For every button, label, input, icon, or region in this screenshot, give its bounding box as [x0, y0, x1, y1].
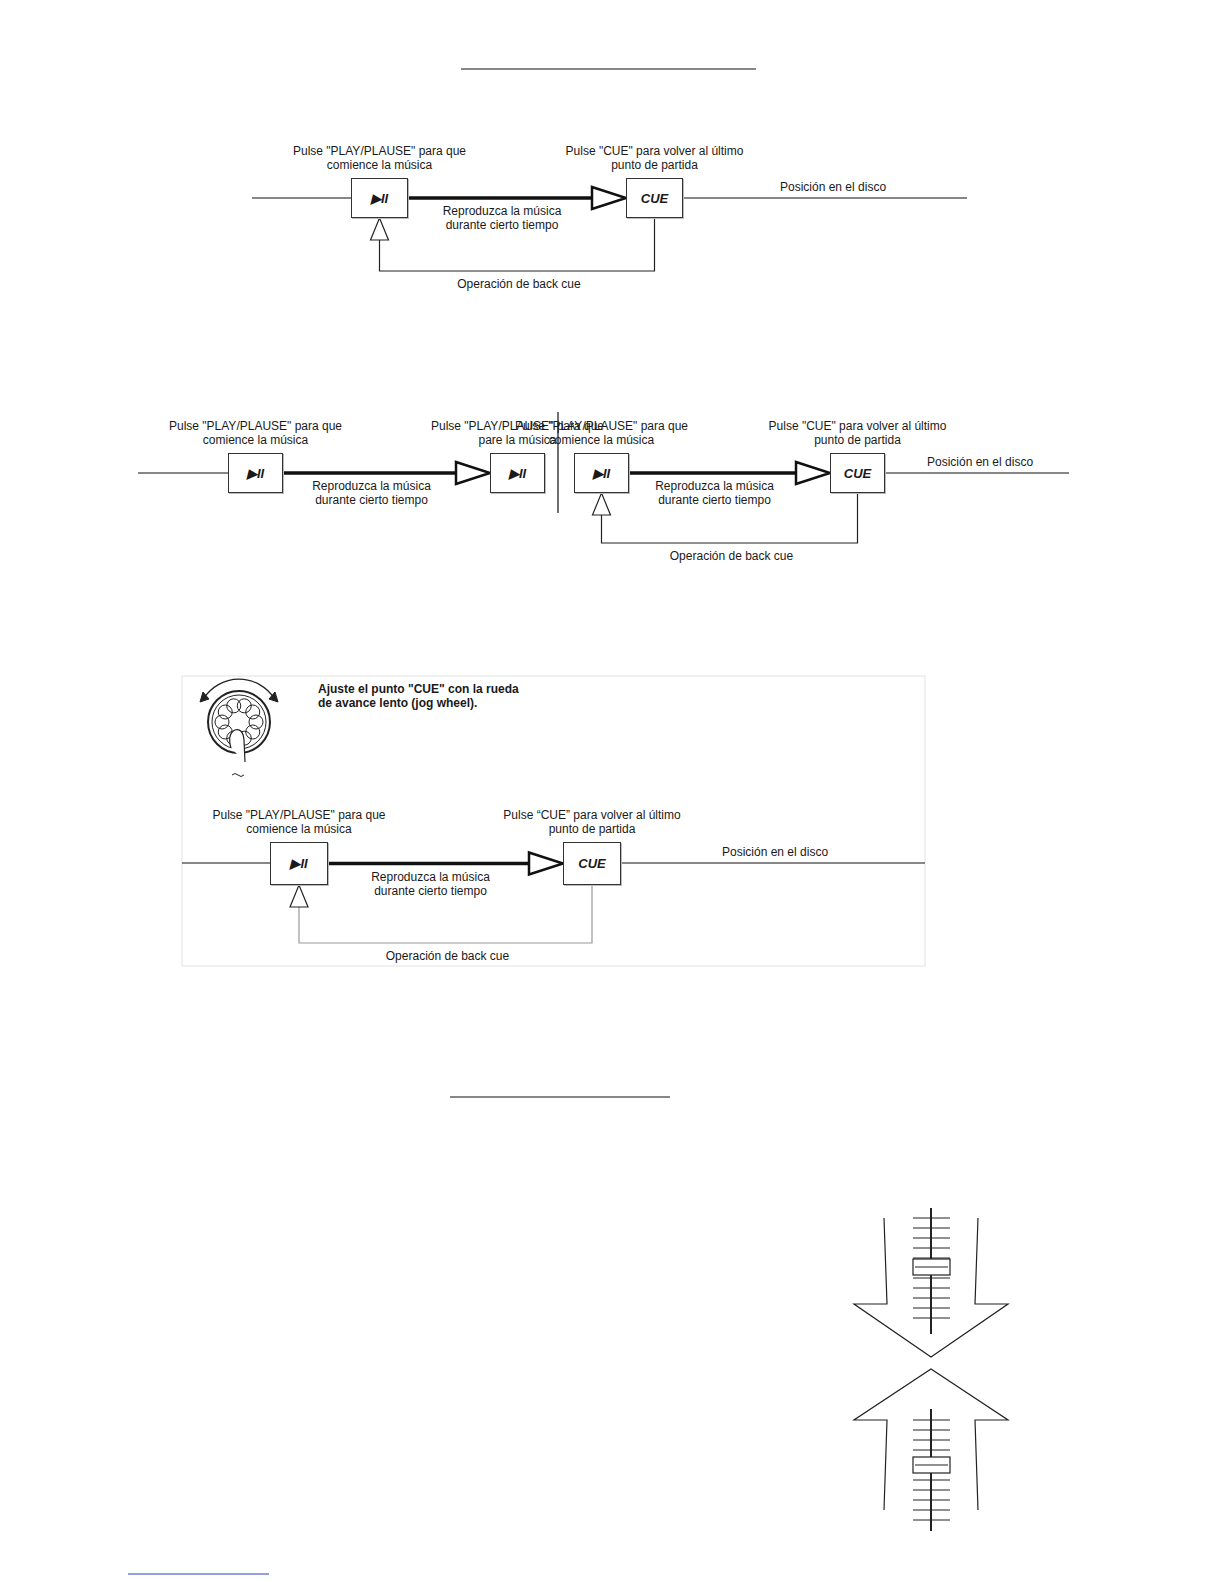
instruction-note: Ajuste el punto "CUE" con la rueda de av… — [316, 682, 535, 710]
axis-label: Posición en el disco — [720, 845, 830, 859]
button-box: Pulse "CUE" para volver al último punto … — [626, 178, 683, 218]
button-box: Pulse “CUE” para volver al último punto … — [563, 842, 621, 885]
button-caption: Pulse "CUE" para volver al último punto … — [560, 144, 750, 172]
button-caption: Pulse "CUE" para volver al último punto … — [763, 419, 953, 447]
button-caption: Pulse “CUE” para volver al último punto … — [497, 808, 687, 836]
panel-frame — [182, 676, 925, 966]
button-symbol: ▶II — [290, 856, 307, 871]
button-symbol: CUE — [844, 466, 871, 481]
button-symbol: ▶II — [509, 466, 526, 481]
link-underline — [128, 1574, 269, 1575]
edge-label: Reproduzca la música durante cierto tiem… — [295, 479, 449, 507]
button-box: Pulse "PLAY/PLAUSE" para que comience la… — [574, 453, 629, 493]
button-box: Pulse "PLAY/PLAUSE" para que comience la… — [270, 842, 328, 885]
axis-label: Posición en el disco — [925, 455, 1035, 469]
button-caption: Pulse "PLAY/PLAUSE" para que comience la… — [285, 144, 475, 172]
button-symbol: CUE — [641, 191, 668, 206]
track-line — [621, 862, 925, 863]
edge-label: Operación de back cue — [422, 277, 616, 291]
button-box: Pulse "PLAY/PLAUSE" para que comience la… — [228, 453, 283, 493]
button-symbol: ▶II — [371, 191, 388, 206]
button-box: Pulse "CUE" para volver al último punto … — [830, 453, 885, 493]
button-box: Pulse "PLAY/PLAUSE" para que pare la mús… — [490, 453, 545, 493]
heading-underline — [450, 1096, 670, 1097]
fader-up — [854, 1369, 1008, 1531]
button-caption: Pulse "PLAY/PLAUSE" para que comience la… — [507, 419, 697, 447]
button-box: Pulse "PLAY/PLAUSE" para que comience la… — [351, 178, 408, 218]
edge-label: Operación de back cue — [351, 949, 545, 963]
edge-label: Reproduzca la música durante cierto tiem… — [638, 479, 792, 507]
axis-label: Posición en el disco — [778, 180, 888, 194]
track-line — [182, 862, 270, 863]
button-symbol: ▶II — [247, 466, 264, 481]
edge-label: Reproduzca la música durante cierto tiem… — [425, 204, 579, 232]
edge-label: Operación de back cue — [635, 549, 829, 563]
heading-underline — [461, 68, 756, 69]
track-line — [252, 197, 351, 198]
button-symbol: CUE — [578, 856, 605, 871]
button-caption: Pulse "PLAY/PLAUSE" para que comience la… — [204, 808, 394, 836]
fader-down — [854, 1208, 1008, 1357]
edge-label: Reproduzca la música durante cierto tiem… — [354, 870, 508, 898]
track-line — [138, 472, 228, 473]
button-caption: Pulse "PLAY/PLAUSE" para que comience la… — [161, 419, 351, 447]
jog-wheel — [200, 679, 278, 776]
track-line — [885, 472, 1069, 473]
track-line — [683, 197, 967, 198]
button-symbol: ▶II — [593, 466, 610, 481]
